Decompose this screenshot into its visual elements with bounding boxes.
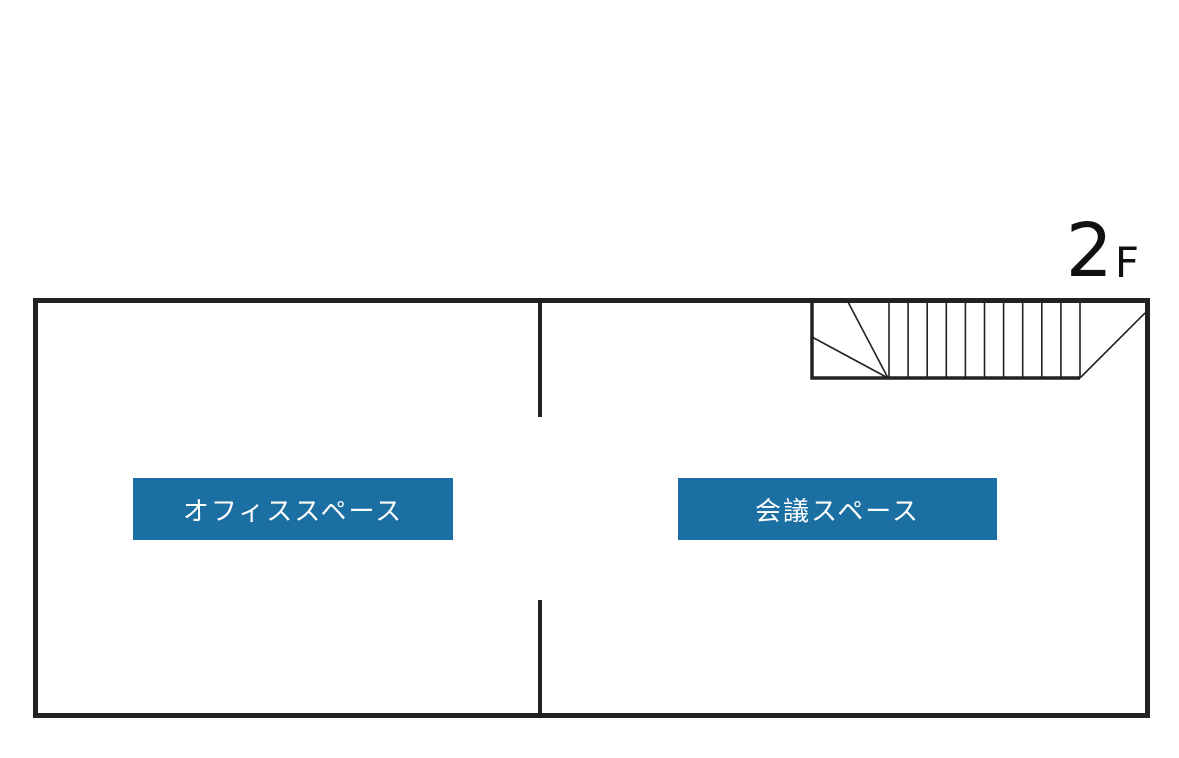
staircase bbox=[810, 301, 1146, 380]
stair-treads bbox=[888, 302, 1081, 378]
stair-winder-line bbox=[847, 301, 889, 379]
floor-label: 2 F bbox=[1066, 214, 1139, 288]
room-label-office-space-text: オフィススペース bbox=[182, 496, 404, 527]
stair-landing-line bbox=[1079, 312, 1146, 379]
room-label-office-space: オフィススペース bbox=[133, 478, 453, 540]
staircase-outline bbox=[810, 302, 1080, 380]
room-label-meeting-space: 会議スペース bbox=[678, 478, 997, 540]
floor-number: 2 bbox=[1065, 208, 1113, 294]
outer-wall bbox=[33, 298, 1150, 718]
room-label-meeting-space-text: 会議スペース bbox=[755, 496, 920, 527]
floor-unit: F bbox=[1114, 238, 1139, 287]
stair-winder-line bbox=[811, 336, 889, 379]
